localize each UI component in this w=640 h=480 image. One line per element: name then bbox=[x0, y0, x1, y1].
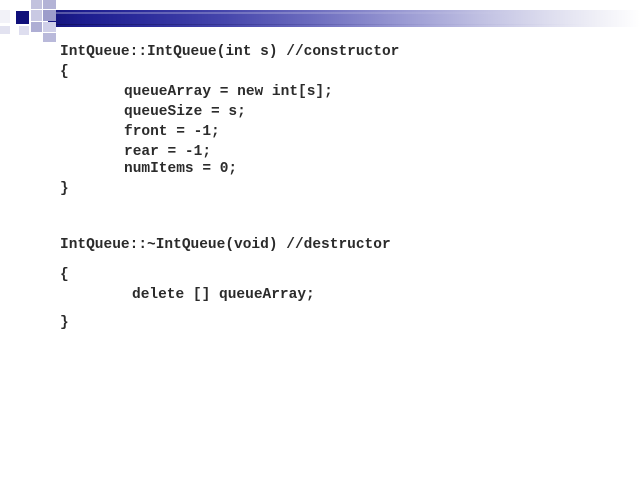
code-line: { bbox=[60, 267, 69, 283]
decor-square-dark-accent bbox=[14, 9, 31, 26]
decor-square-light-top-1 bbox=[31, 0, 42, 9]
code-line: queueSize = s; bbox=[124, 104, 246, 120]
header-bar-shadow-line bbox=[48, 24, 640, 25]
code-line: rear = -1; bbox=[124, 144, 212, 160]
decor-square-light-mid-1 bbox=[31, 10, 42, 21]
header-decoration bbox=[0, 0, 640, 42]
header-bar-highlight bbox=[48, 12, 640, 14]
decor-square-light-top-2 bbox=[43, 0, 56, 9]
code-line: { bbox=[60, 64, 69, 80]
code-line: IntQueue::IntQueue(int s) //constructor bbox=[60, 44, 400, 60]
decor-square-pale-lower-mid bbox=[19, 26, 29, 35]
decor-square-light-bottom-1 bbox=[31, 22, 42, 32]
code-line: numItems = 0; bbox=[124, 161, 238, 177]
code-line: } bbox=[60, 315, 69, 331]
code-line: queueArray = new int[s]; bbox=[124, 84, 333, 100]
decor-square-light-mid-2 bbox=[43, 10, 56, 21]
decor-square-light-bottom-2 bbox=[43, 22, 56, 32]
code-line: front = -1; bbox=[124, 124, 220, 140]
header-gradient-bar bbox=[48, 10, 640, 27]
decor-square-light-tail bbox=[43, 33, 56, 42]
decor-square-pale-lower-left bbox=[0, 26, 10, 34]
code-line: IntQueue::~IntQueue(void) //destructor bbox=[60, 237, 391, 253]
decor-square-pale-left bbox=[0, 10, 10, 23]
code-line: delete [] queueArray; bbox=[132, 287, 315, 303]
code-line: } bbox=[60, 181, 69, 197]
